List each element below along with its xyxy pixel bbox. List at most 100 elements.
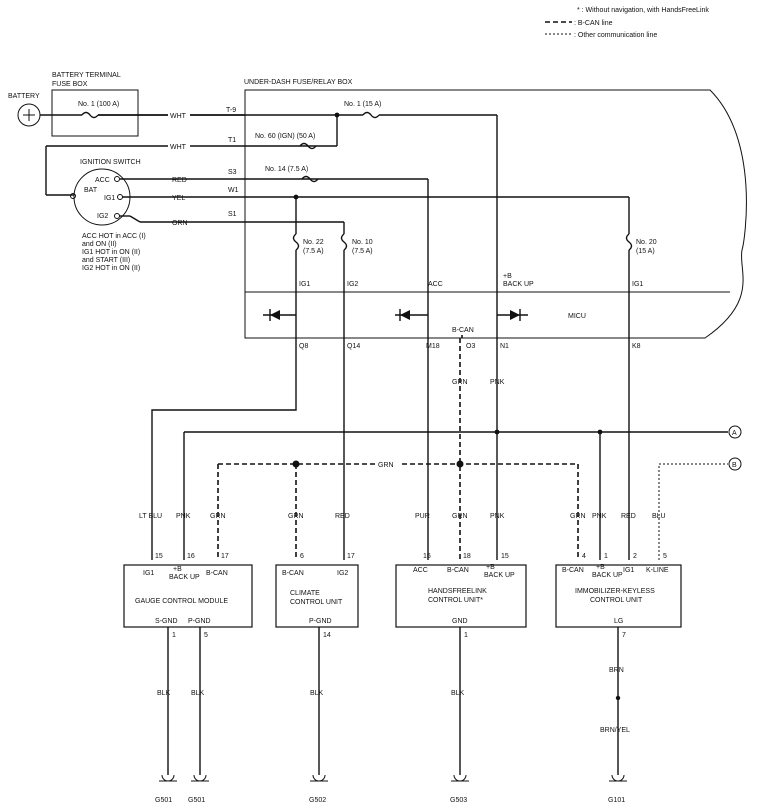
gauge-term-ig1: IG1 <box>143 570 154 577</box>
ground-icon <box>310 774 328 782</box>
imm-pin-5: 5 <box>663 553 667 560</box>
pin-m18: M18 <box>426 343 440 350</box>
imm-pin-2: 2 <box>633 553 637 560</box>
pin-n1: N1 <box>500 343 509 350</box>
fuse-no1-100a: No. 1 (100 A) <box>78 101 119 108</box>
gauge-sgnd: S-GND <box>155 618 178 625</box>
fuse-no1-15a: No. 1 (15 A) <box>344 101 381 108</box>
immobilizer-keyless-control-unit: GRN PNK RED BLU 4 1 2 5 B-CAN +B BACK UP… <box>555 513 682 628</box>
hfl-pin-16: 16 <box>423 553 431 560</box>
imm-term-b: +B <box>596 564 605 571</box>
connector-a <box>728 425 742 439</box>
hfl-gnd: GND <box>452 618 468 625</box>
ground-icon <box>159 774 177 782</box>
micu-label: MICU <box>568 313 586 320</box>
imm-name1: IMMOBILIZER-KEYLESS <box>575 588 655 595</box>
battery-terminal-fuse-box: BATTERY TERMINAL FUSE BOX No. 1 (100 A) <box>51 72 139 137</box>
label-backup: BACK UP <box>503 281 534 288</box>
climate-term-bcan: B-CAN <box>282 570 304 577</box>
hfl-wire-pnk: PNK <box>490 513 505 520</box>
imm-wire-pnk: PNK <box>592 513 607 520</box>
climate-pin-17: 17 <box>347 553 355 560</box>
gauge-name: GAUGE CONTROL MODULE <box>135 598 228 605</box>
gauge-wire-pnk: PNK <box>176 513 191 520</box>
ignition-switch: IGNITION SWITCH ACC BAT IG1 IG2 ACC HOT … <box>70 159 146 272</box>
connector-b-label: B <box>732 462 737 469</box>
climate-control-unit: GRN RED 6 17 B-CAN IG2 CLIMATE CONTROL U… <box>275 513 359 628</box>
label-ig2: IG2 <box>347 281 358 288</box>
ground-g501-a: G501 <box>155 797 172 804</box>
wire-grn-vertical: GRN <box>452 379 468 386</box>
under-dash-title: UNDER-DASH FUSE/RELAY BOX <box>244 79 353 86</box>
hfl-gnd-pin: 1 <box>464 632 468 639</box>
gauge-pgnd: P-GND <box>188 618 211 625</box>
hfl-name1: HANDSFREELINK <box>428 588 487 595</box>
gauge-pin-15: 15 <box>155 553 163 560</box>
climate-name2: CONTROL UNIT <box>290 599 343 606</box>
imm-gnd-wire-brnyel: BRN/YEL <box>600 727 630 734</box>
gauge-control-module: LT BLU PNK GRN 15 16 17 IG1 +B BACK UP B… <box>123 513 253 628</box>
ground-icon <box>609 774 627 782</box>
under-dash-fuse-relay-box: UNDER-DASH FUSE/RELAY BOX <box>244 79 747 339</box>
hfl-gnd-wire: BLK <box>451 690 465 697</box>
hfl-name2: CONTROL UNIT* <box>428 597 483 604</box>
bcan-label: B-CAN <box>452 327 474 334</box>
fuse-no22-a: No. 22 <box>303 239 324 246</box>
handsfreelink-control-unit: PUR GRN PNK 16 18 15 ACC B-CAN +B BACK U… <box>395 513 527 628</box>
fuse-no14: No. 14 (7.5 A) <box>265 166 308 173</box>
battery-label: BATTERY <box>8 93 40 100</box>
imm-term-backup: BACK UP <box>592 572 623 579</box>
terminal-w1: W1 <box>228 187 239 194</box>
climate-term-ig2: IG2 <box>337 570 348 577</box>
pin-q8: Q8 <box>299 343 308 350</box>
hfl-pin-18: 18 <box>463 553 471 560</box>
ground-g503: G503 <box>450 797 467 804</box>
legend-bcan-text: : B-CAN line <box>574 20 613 27</box>
ignition-ig1: IG1 <box>104 195 115 202</box>
wire-grn-bus: GRN <box>378 462 394 469</box>
wire-orn-label: ORN <box>172 220 188 227</box>
battery: BATTERY <box>8 93 41 127</box>
hfl-term-bcan: B-CAN <box>447 567 469 574</box>
imm-wire-blu: BLU <box>652 513 666 520</box>
imm-name2: CONTROL UNIT <box>590 597 643 604</box>
gauge-term-b: +B <box>173 566 182 573</box>
climate-wire-grn: GRN <box>288 513 304 520</box>
ground-icon <box>191 774 209 782</box>
gauge-wire-grn: GRN <box>210 513 226 520</box>
gauge-wire-ltblu: LT BLU <box>139 513 162 520</box>
ground-g101: G101 <box>608 797 625 804</box>
pin-o3: O3 <box>466 343 475 350</box>
gauge-gnd-pin-1: 1 <box>172 632 176 639</box>
terminal-t1: T1 <box>228 137 236 144</box>
imm-term-bcan: B-CAN <box>562 567 584 574</box>
imm-gnd-wire-brn: BRN <box>609 667 624 674</box>
gauge-gnd-wire-2: BLK <box>191 690 205 697</box>
terminal-s3: S3 <box>228 169 237 176</box>
wire-pnk-vertical: PNK <box>490 379 505 386</box>
wire-yel-label: YEL <box>172 195 185 202</box>
terminal-s1: S1 <box>228 211 237 218</box>
ignition-acc: ACC <box>95 177 110 184</box>
ground-icon <box>451 774 469 782</box>
imm-wire-grn: GRN <box>570 513 586 520</box>
ignition-note3: IG1 HOT in ON (II) <box>82 249 140 256</box>
fuse-no20-a: No. 20 <box>636 239 657 246</box>
ignition-note4: and START (III) <box>82 257 130 264</box>
imm-wire-red: RED <box>621 513 636 520</box>
hfl-term-backup: BACK UP <box>484 572 515 579</box>
ignition-ig2: IG2 <box>97 213 108 220</box>
fuse-no10-a: No. 10 <box>352 239 373 246</box>
legend-star-note: * : Without navigation, with HandsFreeLi… <box>577 7 709 14</box>
ignition-note5: IG2 HOT in ON (II) <box>82 265 140 272</box>
label-backup-plus: +B <box>503 273 512 280</box>
fuse-no60-ign: No. 60 (IGN) (50 A) <box>255 133 315 140</box>
imm-gnd-pin: 7 <box>622 632 626 639</box>
battery-fuse-box-title1: BATTERY TERMINAL <box>52 72 121 79</box>
hfl-term-b: +B <box>486 564 495 571</box>
climate-name1: CLIMATE <box>290 590 320 597</box>
label-acc: ACC <box>428 281 443 288</box>
gauge-term-backup: BACK UP <box>169 574 200 581</box>
climate-wire-red: RED <box>335 513 350 520</box>
